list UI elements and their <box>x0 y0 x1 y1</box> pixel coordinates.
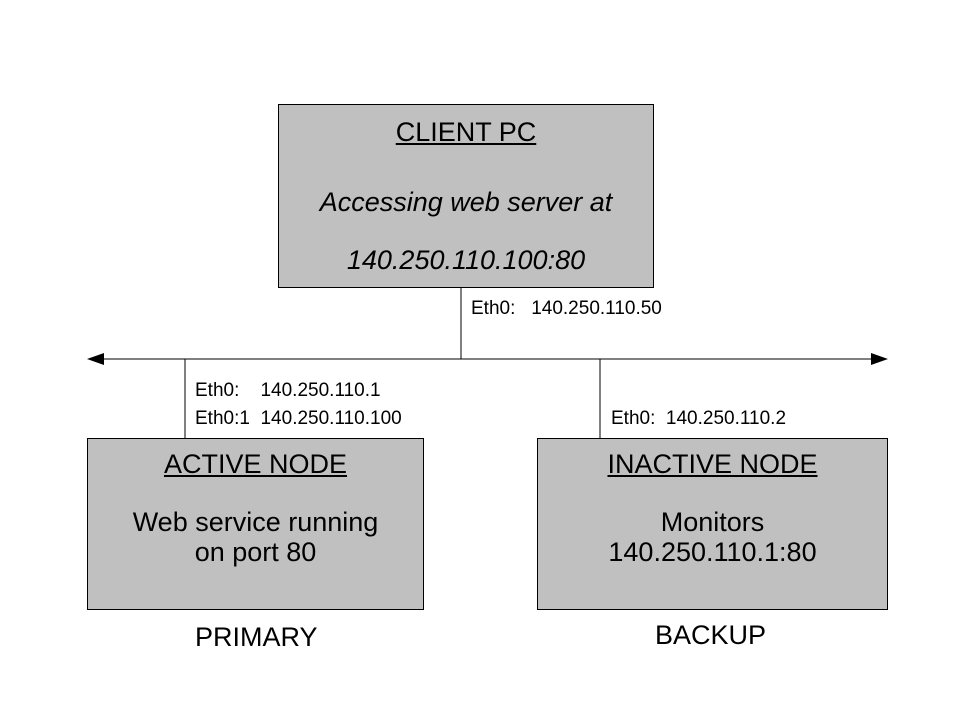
active-eth0-label: Eth0: 140.250.110.1 <box>195 380 381 401</box>
active-node-line1: Web service running <box>132 507 379 537</box>
inactive-node-title: INACTIVE NODE <box>607 449 818 479</box>
client-pc-title: CLIENT PC <box>395 117 537 147</box>
active-node-title: ACTIVE NODE <box>163 449 348 479</box>
active-node-description: Web service running on port 80 <box>88 507 423 567</box>
client-eth0-label: Eth0: 140.250.110.50 <box>471 298 662 319</box>
client-pc-line2: 140.250.110.100:80 <box>346 245 586 275</box>
active-node-box: ACTIVE NODE Web service running on port … <box>87 438 424 610</box>
client-pc-description: Accessing web server at 140.250.110.100:… <box>279 173 653 289</box>
inactive-node-description: Monitors 140.250.110.1:80 <box>538 507 887 567</box>
active-eth01-label: Eth0:1 140.250.110.100 <box>195 408 402 429</box>
bus-left-arrow-icon <box>87 353 104 365</box>
inactive-node-box: INACTIVE NODE Monitors 140.250.110.1:80 <box>537 438 888 610</box>
inactive-eth0-label: Eth0: 140.250.110.2 <box>611 408 787 429</box>
bus-right-arrow-icon <box>871 353 888 365</box>
inactive-node-line1: Monitors <box>660 507 765 537</box>
inactive-node-line2: 140.250.110.1:80 <box>608 537 817 567</box>
client-pc-line1: Accessing web server at <box>319 187 613 217</box>
active-node-line2: on port 80 <box>194 537 317 567</box>
client-pc-box: CLIENT PC Accessing web server at 140.25… <box>278 104 654 288</box>
primary-label: PRIMARY <box>195 622 318 652</box>
backup-label: BACKUP <box>655 620 767 650</box>
